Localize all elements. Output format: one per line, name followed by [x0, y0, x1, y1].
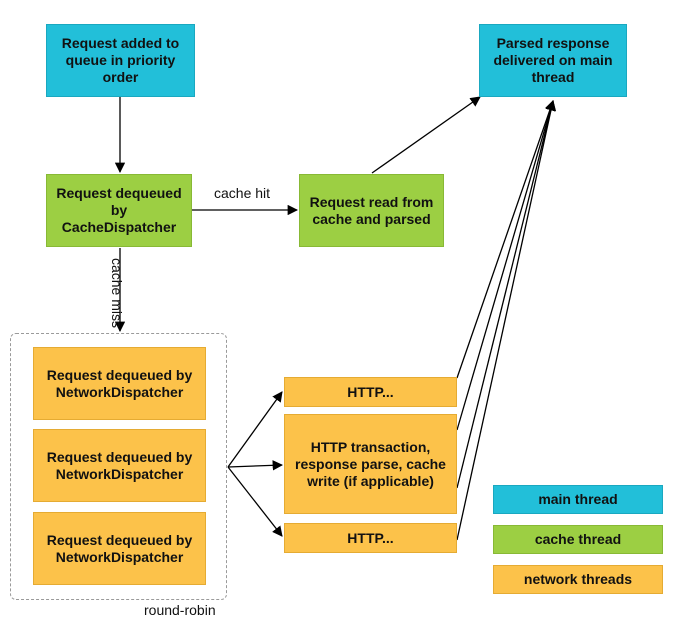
legend-network-threads: network threads — [493, 565, 663, 594]
legend-network-threads-text: network threads — [523, 571, 633, 587]
node-network-dispatcher-3: Request dequeued by NetworkDispatcher — [33, 512, 206, 585]
node-http-top-text: HTTP... — [347, 383, 394, 400]
edge-cache-read-to-response — [371, 96, 481, 174]
node-network-dispatcher-3-text: Request dequeued by NetworkDispatcher — [46, 531, 193, 565]
edge-http-bottom-to-response — [456, 99, 557, 541]
node-parsed-response-text: Parsed response delivered on main thread — [493, 35, 613, 85]
legend-main-thread: main thread — [493, 485, 663, 514]
legend-cache-thread: cache thread — [493, 525, 663, 554]
edge-http-main-to-response — [456, 100, 556, 431]
legend-cache-thread-text: cache thread — [534, 531, 622, 547]
node-http-bottom-text: HTTP... — [347, 529, 394, 546]
edge-fan-to-http-main — [227, 460, 284, 471]
node-http-top: HTTP... — [284, 377, 457, 407]
network-dispatcher-group — [10, 333, 227, 600]
edge-fan-to-http-top — [227, 391, 283, 468]
legend-main-thread-text: main thread — [538, 491, 618, 507]
node-http-transaction-text: HTTP transaction, response parse, cache … — [295, 438, 446, 489]
node-cache-dispatcher-text: Request dequeued by CacheDispatcher — [56, 185, 182, 235]
node-http-transaction: HTTP transaction, response parse, cache … — [284, 414, 457, 514]
edge-fan-to-http-bottom — [227, 466, 283, 537]
node-cache-read-text: Request read from cache and parsed — [309, 193, 434, 227]
node-network-dispatcher-1-text: Request dequeued by NetworkDispatcher — [46, 366, 193, 400]
node-cache-read: Request read from cache and parsed — [299, 174, 444, 247]
node-request-queued: Request added to queue in priority order — [46, 24, 195, 97]
node-network-dispatcher-2-text: Request dequeued by NetworkDispatcher — [46, 448, 193, 482]
node-request-queued-text: Request added to queue in priority order — [61, 35, 180, 85]
edge-label-cache-miss: cache miss — [109, 257, 125, 329]
edge-http-top-to-response — [456, 100, 555, 379]
group-label-round-robin: round-robin — [144, 602, 216, 618]
node-cache-dispatcher: Request dequeued by CacheDispatcher — [46, 174, 192, 247]
edge-http-main-to-response-2 — [456, 99, 556, 489]
node-network-dispatcher-1: Request dequeued by NetworkDispatcher — [33, 347, 206, 420]
edge-label-cache-hit: cache hit — [214, 185, 271, 201]
node-http-bottom: HTTP... — [284, 523, 457, 553]
node-network-dispatcher-2: Request dequeued by NetworkDispatcher — [33, 429, 206, 502]
node-parsed-response: Parsed response delivered on main thread — [479, 24, 627, 97]
